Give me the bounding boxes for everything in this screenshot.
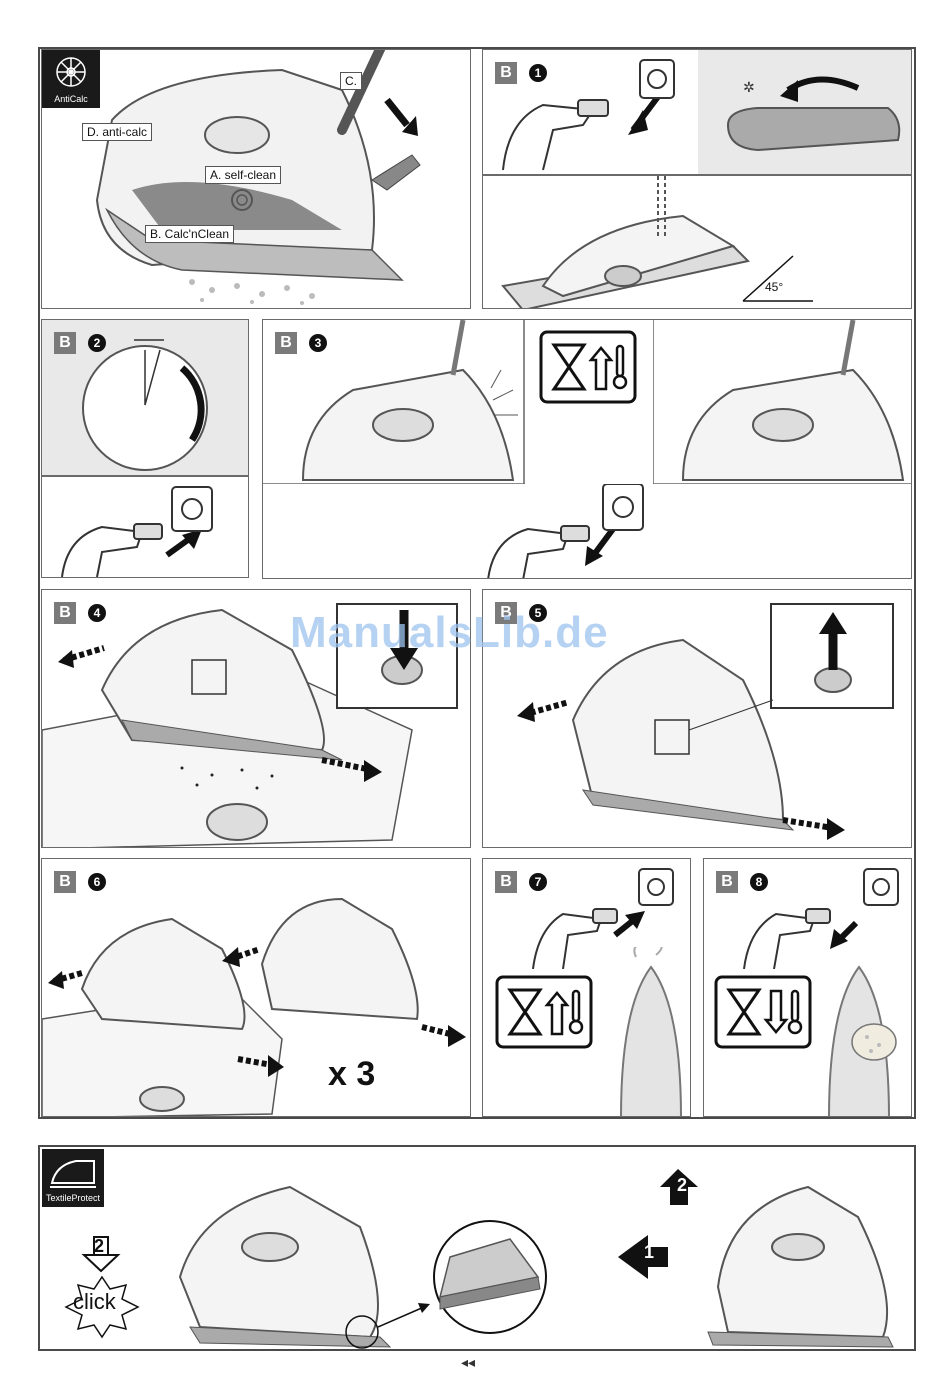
iron-right-illustration xyxy=(653,320,912,484)
plug-in-illustration xyxy=(42,477,249,578)
textileprotect-sheet: TextileProtect 2 click 2 1 xyxy=(38,1145,916,1351)
label-anti-calc: D. anti-calc xyxy=(82,123,152,141)
step-two-number: 2 xyxy=(677,1175,687,1196)
hourglass-temperature-down-icon xyxy=(714,975,814,1049)
soleplate-wipe-illustration xyxy=(819,947,909,1117)
iron-textileprotect-illustration xyxy=(140,1147,560,1351)
dial-turn-illustration: ✲ xyxy=(698,50,912,175)
temperature-dial-icon xyxy=(42,320,249,476)
watermark: ManualsLib.de xyxy=(290,608,609,658)
hourglass-temperature-up-icon xyxy=(539,330,639,404)
panel-overview: AntiCalc C. D. anti-calc A. self-clean B… xyxy=(41,49,471,309)
soleplate-steam-illustration xyxy=(611,947,691,1117)
textile-protect-icon xyxy=(42,1149,104,1195)
label-calcnclean: B. Calc'nClean xyxy=(145,225,234,243)
unplug-illustration xyxy=(483,484,683,579)
socket-icon xyxy=(638,58,678,102)
iron-left-illustration xyxy=(263,320,525,484)
repeat-count: x 3 xyxy=(328,1055,375,1094)
angle-label: 45° xyxy=(765,280,783,294)
iron-remove-textileprotect-illustration xyxy=(608,1147,918,1351)
step-two-number: 2 xyxy=(94,1236,104,1257)
label-self-clean: A. self-clean xyxy=(205,166,281,184)
panel-b8-cool-wipe: B 8 xyxy=(703,858,912,1117)
panel-b6-repeat: B 6 x 3 xyxy=(41,858,471,1117)
panel-b1-unplug: B 1 ✲ xyxy=(482,49,912,175)
panel-b3-heat: B 3 xyxy=(262,319,912,579)
step-one-number: 1 xyxy=(644,1242,654,1263)
textileprotect-logo: TextileProtect xyxy=(42,1149,104,1207)
tilted-iron-illustration xyxy=(483,176,912,309)
hourglass-temperature-up-icon xyxy=(495,975,595,1049)
panel-b2-plug-in xyxy=(41,476,249,578)
svg-text:✲: ✲ xyxy=(743,79,755,95)
panel-b1-tilt: 45° xyxy=(482,175,912,309)
panel-b7-reheat: B 7 xyxy=(482,858,691,1117)
page-marker: ◂◂ xyxy=(461,1354,475,1371)
label-c: C. xyxy=(340,72,362,90)
iron-repeat-illustration xyxy=(42,859,471,1117)
click-label: click xyxy=(73,1289,116,1315)
textileprotect-label: TextileProtect xyxy=(42,1193,104,1203)
panel-b2-dial: B 2 xyxy=(41,319,249,476)
